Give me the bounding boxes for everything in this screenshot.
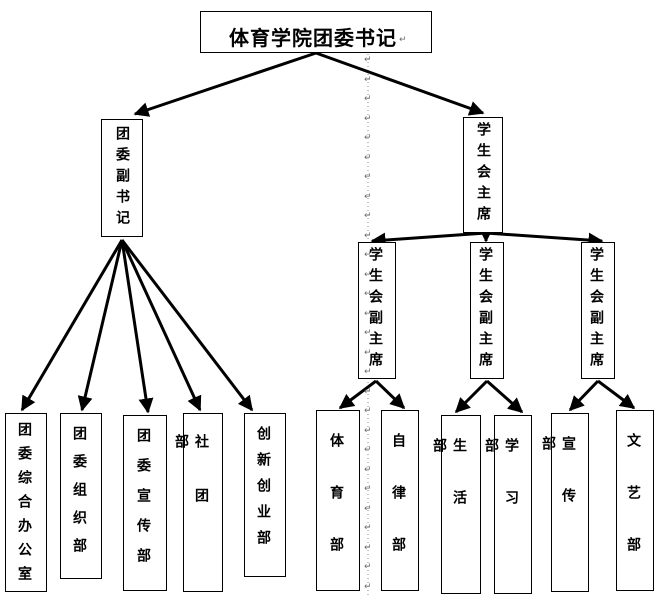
paragraph-mark: ↵ bbox=[364, 348, 372, 358]
arrow-to-chair bbox=[315, 51, 485, 116]
paragraph-mark: ↵ bbox=[364, 328, 372, 338]
dept-label-life: 生活部 bbox=[431, 438, 467, 542]
paragraph-mark: ↵ bbox=[364, 504, 372, 514]
deputy-secretary-box: 团委副书记 bbox=[101, 119, 143, 237]
arrow-to-discipline bbox=[374, 379, 406, 410]
paragraph-mark: ↵ bbox=[364, 367, 372, 377]
dept-box-discipline: 自律部 bbox=[381, 410, 419, 591]
paragraph-mark: ↵ bbox=[364, 94, 372, 104]
student-union-chair-label: 学生会主席 bbox=[475, 122, 491, 227]
arrow-to-arts bbox=[597, 379, 636, 410]
dept-box-study: 学习部 bbox=[483, 415, 532, 594]
paragraph-mark: ↵ bbox=[364, 289, 372, 299]
paragraph-mark: ↵ bbox=[364, 231, 372, 241]
dept-label-publicity-league: 团委宣传部 bbox=[135, 428, 151, 578]
arrow-to-study bbox=[486, 379, 524, 414]
arrow-to-publicity bbox=[568, 379, 600, 412]
arrow-to-vice-chair-3 bbox=[485, 231, 604, 248]
deputy-secretary-label: 团委副书记 bbox=[114, 126, 130, 231]
vice-chair-label-3: 学生会副主席 bbox=[588, 247, 604, 373]
paragraph-mark: ↵ bbox=[364, 172, 372, 182]
paragraph-mark: ↵ bbox=[364, 250, 372, 260]
vice-chair-box-2: 学生会副主席 bbox=[470, 242, 504, 379]
dept-box-publicity: 宣传部 bbox=[540, 413, 589, 592]
title-box: 体育学院团委书记 ↵ bbox=[200, 11, 432, 53]
paragraph-mark: ↵ bbox=[364, 211, 372, 221]
vice-chair-box-3: 学生会副主席 bbox=[581, 242, 615, 379]
paragraph-mark: ↵ bbox=[364, 153, 372, 163]
paragraph-mark: ↵ bbox=[364, 406, 372, 416]
paragraph-mark: ↵ bbox=[399, 35, 407, 45]
dept-label-sports: 体育部 bbox=[328, 433, 344, 589]
dept-label-organization: 团委组织部 bbox=[71, 426, 87, 566]
paragraph-mark: ↵ bbox=[364, 484, 372, 494]
paragraph-mark: ↵ bbox=[364, 445, 372, 455]
paragraph-mark: ↵ bbox=[364, 114, 372, 124]
paragraph-mark: ↵ bbox=[364, 465, 372, 475]
paragraph-mark: ↵ bbox=[364, 523, 372, 533]
arrow-to-general-office bbox=[20, 239, 124, 412]
dept-label-study: 学习部 bbox=[483, 438, 519, 542]
dept-box-sports: 体育部 bbox=[316, 410, 360, 591]
paragraph-mark: ↵ bbox=[364, 75, 372, 85]
dept-label-clubs: 社团部 bbox=[173, 434, 209, 542]
arrow-to-life bbox=[454, 379, 489, 414]
dept-label-discipline: 自律部 bbox=[390, 433, 406, 589]
paragraph-mark: ↵ bbox=[364, 426, 372, 436]
paragraph-mark: ↵ bbox=[364, 55, 372, 65]
dept-box-organization: 团委组织部 bbox=[60, 413, 102, 579]
arrow-to-sports bbox=[338, 379, 377, 410]
vice-chair-label-1: 学生会副主席 bbox=[367, 247, 383, 373]
dept-box-life: 生活部 bbox=[431, 415, 481, 594]
arrow-to-vice-chair-1 bbox=[370, 231, 487, 248]
arrow-group bbox=[20, 51, 636, 414]
dept-box-innovation: 创新创业部 bbox=[244, 413, 286, 577]
title-text: 体育学院团委书记 bbox=[229, 26, 397, 50]
paragraph-mark: ↵ bbox=[364, 309, 372, 319]
arrow-to-organization bbox=[77, 239, 124, 412]
arrow-to-deputy bbox=[133, 51, 317, 117]
vice-chair-box-1: 学生会副主席 bbox=[358, 242, 396, 379]
dept-box-general-office: 团委综合办公室 bbox=[5, 413, 47, 592]
paragraph-mark: ↵ bbox=[364, 192, 372, 202]
student-union-chair-box: 学生会主席 bbox=[463, 117, 503, 233]
paragraph-mark: ↵ bbox=[364, 133, 372, 143]
arrow-to-clubs bbox=[120, 239, 202, 412]
paragraph-mark: ↵ bbox=[364, 543, 372, 553]
arrow-to-publicity-league bbox=[120, 239, 154, 414]
arrow-to-innovation bbox=[120, 239, 254, 412]
dept-box-publicity-league: 团委宣传部 bbox=[123, 415, 167, 591]
paragraph-mark: ↵ bbox=[364, 387, 372, 397]
vice-chair-label-2: 学生会副主席 bbox=[477, 247, 493, 373]
paragraph-mark: ↵ bbox=[364, 582, 372, 592]
dept-label-innovation: 创新创业部 bbox=[255, 426, 271, 556]
paragraph-mark: ↵ bbox=[364, 270, 372, 280]
dept-box-arts: 文艺部 bbox=[616, 410, 654, 591]
dept-box-clubs: 社团部 bbox=[173, 413, 223, 592]
dept-label-general-office: 团委综合办公室 bbox=[16, 422, 32, 590]
paragraph-mark: ↵ bbox=[364, 562, 372, 572]
dept-label-arts: 文艺部 bbox=[625, 433, 641, 589]
dept-label-publicity: 宣传部 bbox=[540, 436, 576, 540]
